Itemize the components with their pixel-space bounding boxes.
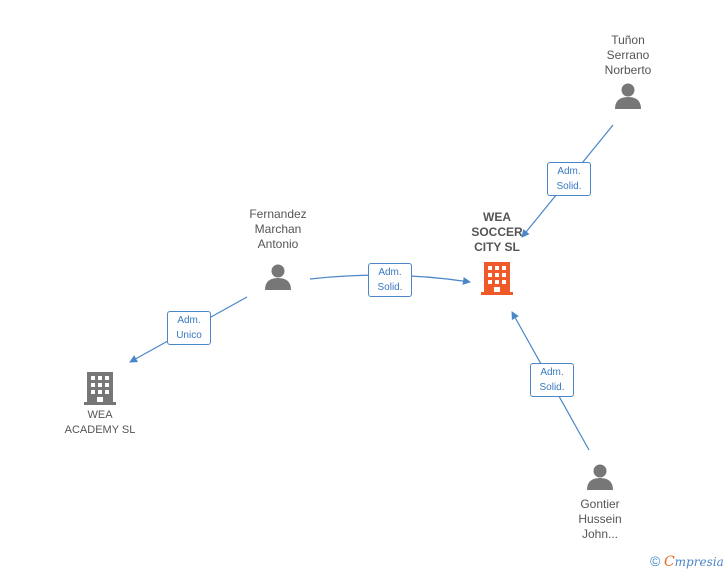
empresia-logo: © Cmpresia xyxy=(650,553,724,570)
person-name: Fernandez Marchan Antonio xyxy=(249,207,307,251)
edge-label-gontier-soccer[interactable]: Adm. Solid. xyxy=(530,363,574,397)
edge-label-line2: Solid. xyxy=(556,181,582,192)
edge-label-line2: Solid. xyxy=(539,382,565,393)
person-node-gontier[interactable]: Gontier Hussein John... xyxy=(552,462,648,542)
edge-label-line1: Adm. xyxy=(378,267,402,278)
person-icon xyxy=(615,83,641,109)
building-icon xyxy=(481,262,513,295)
building-icon xyxy=(84,372,116,405)
person-node-tunon[interactable]: Tuñon Serrano Norberto xyxy=(580,33,676,111)
edge-label-fernandez-academy[interactable]: Adm. Unico xyxy=(167,311,211,345)
person-icon xyxy=(587,464,613,490)
edge-label-fernandez-soccer[interactable]: Adm. Solid. xyxy=(368,263,412,297)
edge-label-tunon-soccer[interactable]: Adm. Solid. xyxy=(547,162,591,196)
person-node-fernandez[interactable]: Fernandez Marchan Antonio xyxy=(230,207,326,292)
edge-label-line2: Unico xyxy=(176,330,202,341)
edge-label-line1: Adm. xyxy=(540,367,564,378)
company-name: WEA SOCCER CITY SL xyxy=(471,210,523,254)
copyright-symbol: © xyxy=(650,553,661,569)
company-node-wea-academy[interactable]: WEA ACADEMY SL xyxy=(50,370,150,438)
person-name: Tuñon Serrano Norberto xyxy=(604,33,652,77)
person-icon xyxy=(265,264,291,290)
logo-initial: C xyxy=(663,554,675,570)
edge-label-line2: Solid. xyxy=(377,282,403,293)
edge-label-line1: Adm. xyxy=(557,166,581,177)
edge-label-line1: Adm. xyxy=(177,315,201,326)
logo-text: mpresia xyxy=(674,555,724,569)
person-name: Gontier Hussein John... xyxy=(578,497,622,541)
company-node-wea-soccer-city[interactable]: WEA SOCCER CITY SL xyxy=(452,210,542,296)
company-name: WEA ACADEMY SL xyxy=(64,409,136,436)
